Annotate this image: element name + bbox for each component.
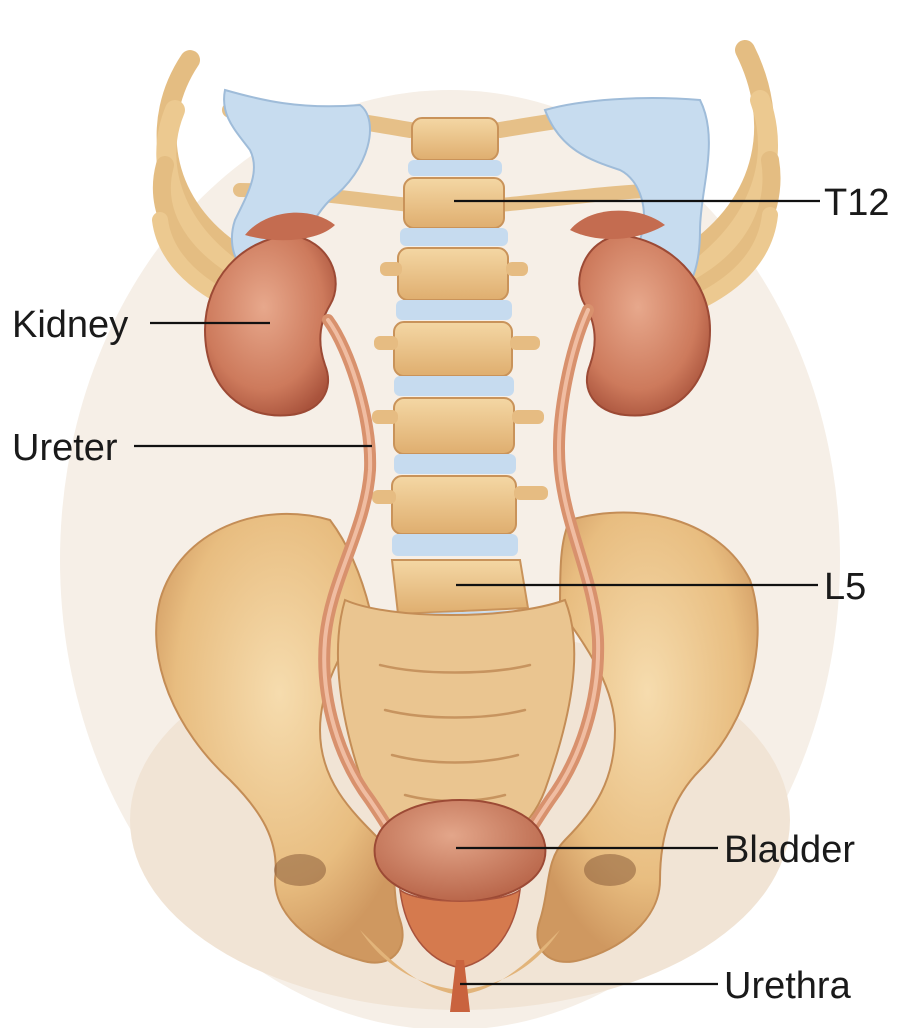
vertebra-t11 (408, 118, 502, 176)
urethra-label: Urethra (724, 965, 852, 1007)
kidney-label: Kidney (12, 304, 128, 346)
vertebra-l1 (380, 248, 528, 320)
bladder (375, 800, 546, 902)
left-obturator-foramen (274, 854, 326, 886)
right-obturator-foramen (584, 854, 636, 886)
bladder-label: Bladder (724, 829, 855, 871)
l5-label: L5 (824, 566, 866, 608)
ureter-label: Ureter (12, 427, 118, 469)
vertebra-t12 (400, 178, 508, 246)
t12-label: T12 (824, 182, 889, 224)
